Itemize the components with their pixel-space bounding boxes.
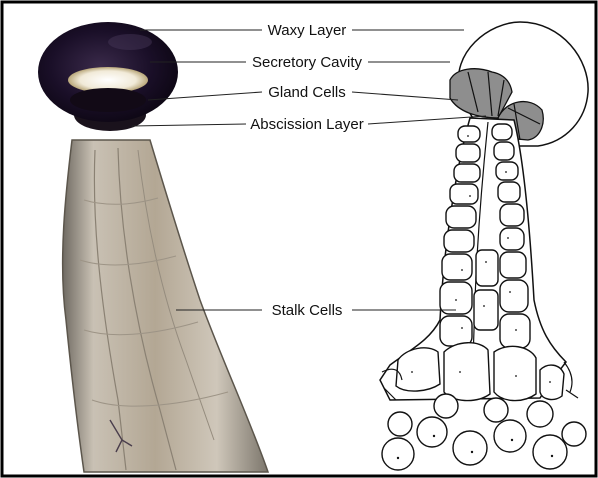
drawing-epidermis <box>382 394 586 470</box>
label-stalk-cells: Stalk Cells <box>176 302 456 319</box>
label-stalk-cells-text: Stalk Cells <box>272 302 343 319</box>
label-gland-cells-text: Gland Cells <box>268 84 346 101</box>
label-abscission-layer: Abscission Layer <box>132 116 486 133</box>
label-secretory-cavity: Secretory Cavity <box>150 54 450 71</box>
label-gland-cells: Gland Cells <box>148 84 458 101</box>
micrograph <box>38 22 268 472</box>
micrograph-stalk <box>63 140 268 472</box>
label-waxy-layer: Waxy Layer <box>140 22 464 39</box>
label-abscission-layer-text: Abscission Layer <box>250 116 363 133</box>
label-waxy-layer-text: Waxy Layer <box>268 22 347 39</box>
line-drawing <box>380 22 588 470</box>
label-secretory-cavity-text: Secretory Cavity <box>252 54 363 71</box>
